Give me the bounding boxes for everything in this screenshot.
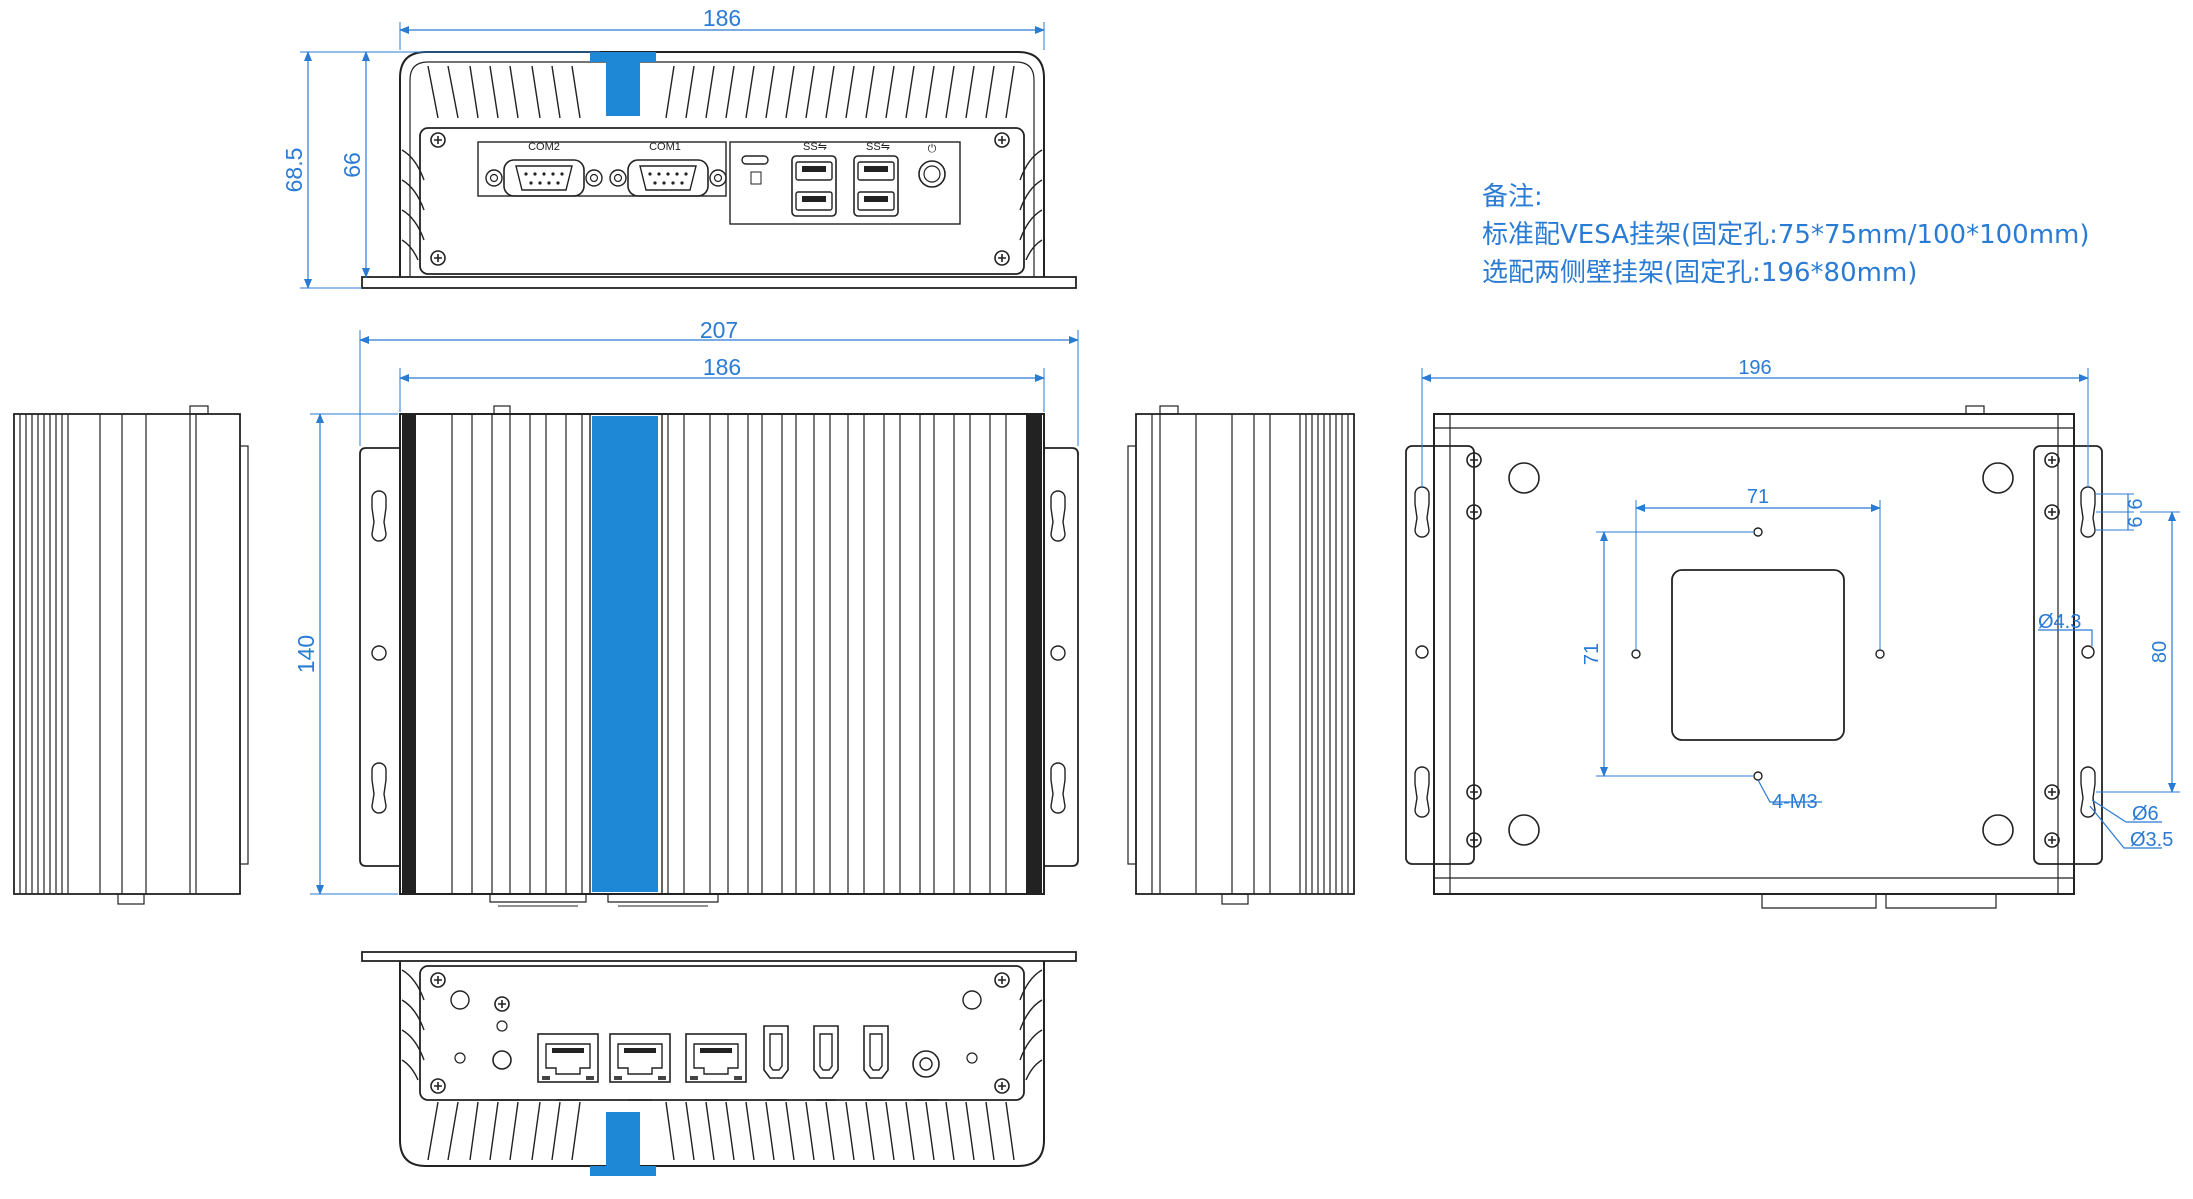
- usb3-label-a: SS⇋: [803, 141, 827, 153]
- dim-bottom-width: 196: [1738, 357, 1771, 379]
- audio-jack: [492, 1050, 512, 1070]
- power-button: [918, 160, 946, 188]
- main-top-view: 207 186 140: [293, 317, 1079, 907]
- dim-slot-b: 6: [2125, 516, 2147, 527]
- usb-stack-1: [791, 155, 837, 217]
- usb-c-port: [741, 155, 769, 165]
- hole-3-5-label: Ø3.5: [2130, 829, 2173, 851]
- dim-top-height-body: 66: [339, 152, 365, 178]
- vesa-screw-label: 4-M3: [1772, 791, 1818, 813]
- usb3-label-b: SS⇋: [866, 141, 890, 153]
- heatsink-accent-main: [592, 416, 658, 892]
- notes-line2: 选配两侧壁挂架(固定孔:196*80mm): [1482, 258, 1917, 288]
- left-side-view: [13, 405, 249, 905]
- com1-label: COM1: [649, 141, 681, 153]
- dim-vesa-horizontal: 71: [1747, 486, 1769, 508]
- heatsink-accent-front: [590, 1112, 656, 1176]
- com1-port: [609, 159, 727, 197]
- right-side-view: [1127, 405, 1355, 905]
- dim-slot-pitch: 80: [2149, 641, 2171, 663]
- dim-top-height-total: 68.5: [281, 148, 307, 193]
- lan-port-1: [537, 1033, 599, 1083]
- heatsink-accent: [590, 52, 656, 116]
- hole-6-label: Ø6: [2132, 803, 2159, 825]
- dim-front-depth: 140: [293, 635, 319, 673]
- hdmi-port-3: [863, 1025, 889, 1079]
- com2-port: [485, 159, 603, 197]
- dim-slot-a: 6: [2125, 498, 2147, 509]
- front-panel-view: [361, 951, 1077, 1176]
- power-icon: ⏻: [928, 143, 937, 155]
- lan-port-2: [609, 1033, 671, 1083]
- lan-port-3: [685, 1033, 747, 1083]
- top-view: COM2 COM1 SS⇋ SS⇋ ⏻ 186 68.5 66: [281, 5, 1077, 289]
- hdmi-port-2: [813, 1025, 839, 1079]
- dim-vesa-vertical: 71: [1581, 643, 1603, 665]
- bottom-view: 71 71 4-M3 196 6 6 80 Ø4.3 Ø6 Ø3.5: [1405, 357, 2180, 909]
- hdmi-port-1: [763, 1025, 789, 1079]
- dc-jack: [912, 1050, 940, 1078]
- notes-line1: 标准配VESA挂架(固定孔:75*75mm/100*100mm): [1482, 220, 2090, 250]
- hole-4-3-label: Ø4.3: [2038, 611, 2081, 633]
- dim-front-width-total: 207: [700, 317, 738, 343]
- notes: 备注: 标准配VESA挂架(固定孔:75*75mm/100*100mm) 选配两…: [1482, 182, 2090, 288]
- dim-front-width-body: 186: [703, 354, 741, 380]
- dim-top-width: 186: [703, 5, 741, 31]
- usb-stack-2: [853, 155, 899, 217]
- notes-title: 备注:: [1482, 182, 1543, 212]
- com2-label: COM2: [528, 141, 560, 153]
